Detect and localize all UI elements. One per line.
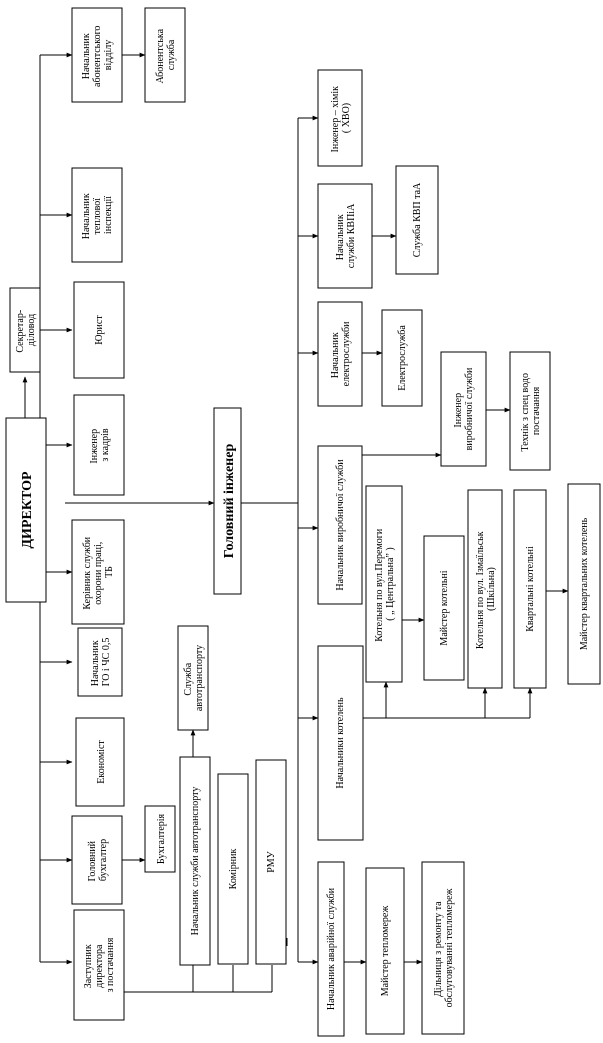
- head-boilers-label: Начальники котелень: [335, 697, 346, 789]
- electric-service-label: Електрослужба: [397, 325, 408, 391]
- civil-defense-label: Начальник ГО і ЧС 0,5: [90, 638, 112, 687]
- abonent-service-box: [144, 7, 186, 103]
- electric-service-box: [381, 309, 423, 407]
- water-tech-box: [509, 351, 551, 471]
- head-kvpia-box: [317, 183, 373, 289]
- rmu-box: [255, 759, 287, 965]
- chief-accountant-box: [71, 815, 123, 905]
- labor-safety-box: [71, 519, 125, 625]
- accounting-label: Бухгалтерія: [156, 813, 167, 864]
- heatnet-master-label: Майстер тепломереж: [380, 906, 391, 997]
- head-emergency-label: Начальник аварійної служби: [326, 887, 337, 1010]
- repair-sections-box: [421, 861, 465, 1035]
- head-electric-label: Начальник електрослужби: [330, 321, 352, 386]
- head-production-box: [317, 445, 363, 605]
- secretary-label: Секретар- діловод: [15, 307, 37, 352]
- chemist-box: [317, 69, 363, 167]
- labor-safety-label: Керівник служби охорони праці, ТБ: [82, 534, 115, 609]
- boiler-master-box: [423, 535, 465, 681]
- head-heat-inspection-label: Начальник теплової інспекції: [81, 191, 114, 239]
- deputy-supply-label: Заступник директора з постачання: [83, 937, 116, 992]
- deputy-supply-box: [73, 909, 125, 1021]
- secretary-box: [9, 287, 41, 373]
- chief-engineer-label: Головний інженер: [222, 444, 237, 559]
- kvpia-service-label: Служба КВП таА: [412, 182, 423, 257]
- quarter-boilers-box: [513, 489, 547, 689]
- head-production-label: Начальник виробничої служби: [335, 459, 346, 591]
- kvpia-service-box: [395, 165, 439, 275]
- boiler-izmail-box: [467, 489, 503, 689]
- rmu-label: РМУ: [266, 850, 277, 872]
- storekeeper-box: [217, 773, 249, 965]
- head-transport-label: Начальник служби автотранспорту: [190, 787, 201, 936]
- head-abonent-box: [71, 7, 123, 103]
- quarter-master-label: Майстер квартальних котелень: [579, 517, 590, 650]
- head-abonent-label: Начальник абонентського відділу: [81, 23, 114, 87]
- head-boilers-box: [317, 645, 364, 841]
- storekeeper-label: Комірник: [228, 849, 239, 890]
- water-tech-label: Технік з спец водо постачання: [520, 370, 542, 451]
- hr-engineer-label: Інженер з кадрів: [89, 426, 111, 463]
- boiler-izmail-label: Котельня по вул. Ізмаїльськ (Шкільна): [475, 529, 497, 649]
- economist-label: Економіст: [96, 740, 107, 784]
- transport-service-box: [177, 625, 209, 731]
- chemist-label: Інженер – хімік ( ХВО): [330, 84, 352, 153]
- accounting-box: [144, 805, 176, 873]
- abonent-service-label: Абонентська служба: [155, 26, 177, 83]
- director-label: ДИРЕКТОР: [20, 471, 35, 549]
- head-transport-box: [179, 756, 211, 966]
- repair-sections-label: Дільниця з ремонту та обслуговуванні теп…: [433, 888, 455, 1007]
- quarter-master-box: [567, 483, 601, 685]
- chief-engineer-box: [213, 407, 242, 595]
- head-electric-box: [317, 301, 363, 407]
- lawyer-box: [73, 281, 125, 379]
- boiler-master-label: Майстер котельні: [439, 570, 450, 645]
- lawyer-label: Юрист: [94, 315, 105, 345]
- economist-box: [75, 717, 125, 807]
- heatnet-master-box: [365, 867, 405, 1035]
- boiler-peremohy-box: [365, 485, 403, 683]
- director-box: [5, 417, 47, 603]
- quarter-boilers-label: Квартальні котельні: [525, 546, 536, 632]
- civil-defense-box: [77, 627, 123, 697]
- hr-engineer-box: [73, 394, 125, 496]
- prod-engineer-box: [440, 351, 487, 467]
- head-emergency-box: [317, 861, 345, 1037]
- chief-accountant-label: Головний бухгалтер: [87, 838, 109, 881]
- prod-engineer-label: Інженер виробничої служби: [453, 367, 475, 450]
- boiler-peremohy-label: Котельня по вул.Перемоги ( „ Центральна”…: [374, 526, 396, 642]
- head-heat-inspection-box: [71, 167, 123, 263]
- transport-service-label: Служба автотранспорту: [183, 645, 205, 711]
- head-kvpia-label: Начальник служби КВПіА: [335, 203, 357, 268]
